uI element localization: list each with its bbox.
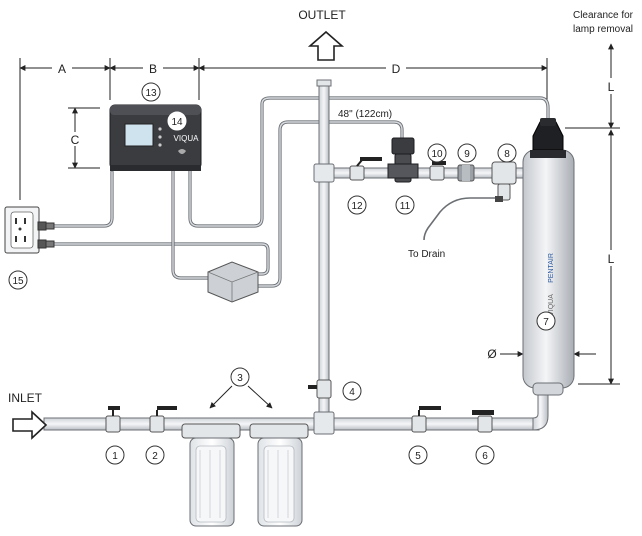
inlet-valve-1: [105, 406, 121, 433]
callout-12: 12: [347, 195, 367, 215]
callout-6: 6: [475, 445, 495, 465]
callout-8: 8: [497, 143, 517, 163]
clearance-label-line1: Clearance for: [573, 10, 634, 21]
solenoid-valve-11: [387, 137, 419, 183]
to-drain-label: To Drain: [408, 249, 445, 260]
callout-9: 9: [457, 143, 477, 163]
controller-brand: VIQUA: [174, 134, 200, 143]
svg-text:4: 4: [349, 387, 355, 398]
callout-2: 2: [145, 445, 165, 465]
viqua-logo-icon: [178, 149, 186, 154]
filter-housing-right: [249, 423, 309, 527]
callout-1: 1: [105, 445, 125, 465]
dim-d-label: D: [392, 62, 401, 76]
svg-text:15: 15: [12, 276, 24, 287]
dim-l-top-label: L: [608, 80, 615, 94]
svg-text:2: 2: [152, 451, 158, 462]
inlet-arrow-icon: [12, 410, 48, 440]
callout-3: 3: [230, 367, 250, 387]
inlet-label: INLET: [8, 391, 43, 405]
callout-11: 11: [395, 195, 415, 215]
reactor-brand-1: PENTAIR: [548, 253, 555, 283]
svg-text:7: 7: [543, 317, 549, 328]
wall-outlet: [4, 206, 40, 254]
svg-text:11: 11: [400, 201, 411, 212]
clearance-label-line2: lamp removal: [573, 24, 633, 35]
svg-text:14: 14: [171, 117, 183, 128]
svg-text:5: 5: [415, 451, 421, 462]
valve-10: [429, 161, 446, 181]
svg-text:10: 10: [431, 149, 443, 160]
power-cables: [50, 96, 550, 288]
callout-14: 14: [167, 111, 187, 131]
uv-reactor-chamber: [522, 118, 575, 396]
flow-restrictor-9: [457, 164, 475, 182]
reactor-brand-2: VIQUA: [548, 294, 555, 316]
callout-5: 5: [408, 445, 428, 465]
leader-lines: [209, 385, 273, 409]
cable-length-label: 48" (122cm): [338, 109, 392, 120]
svg-text:8: 8: [504, 149, 510, 160]
dimension-d: [198, 58, 548, 100]
outlet-label: OUTLET: [298, 8, 346, 22]
outlet-valve-5: [411, 406, 441, 433]
junction-box: [207, 261, 259, 303]
svg-text:12: 12: [351, 201, 363, 212]
dimension-a: [19, 58, 111, 200]
dim-l-side-label: L: [608, 252, 615, 266]
diameter-label: Ø: [487, 347, 496, 361]
svg-text:6: 6: [482, 451, 488, 462]
svg-text:1: 1: [112, 451, 118, 462]
dim-c-label: C: [71, 133, 80, 147]
dim-b-label: B: [149, 62, 157, 76]
reactor-port-8: [491, 161, 517, 202]
valve-12: [349, 157, 382, 181]
filter-housing-left: [181, 423, 241, 527]
svg-text:3: 3: [237, 373, 243, 384]
bypass-valve-4: [308, 379, 332, 399]
callout-13: 13: [141, 82, 161, 102]
sample-valve-6: [472, 410, 494, 433]
callout-4: 4: [342, 381, 362, 401]
callout-15: 15: [8, 270, 28, 290]
outlet-arrow-icon: [307, 30, 345, 61]
bypass-valve-2: [149, 406, 177, 433]
callout-10: 10: [427, 143, 447, 163]
power-plug-icon: [37, 221, 55, 249]
dim-a-label: A: [58, 62, 66, 76]
callout-7: 7: [536, 311, 556, 331]
svg-text:9: 9: [464, 149, 470, 160]
svg-text:13: 13: [145, 88, 157, 99]
